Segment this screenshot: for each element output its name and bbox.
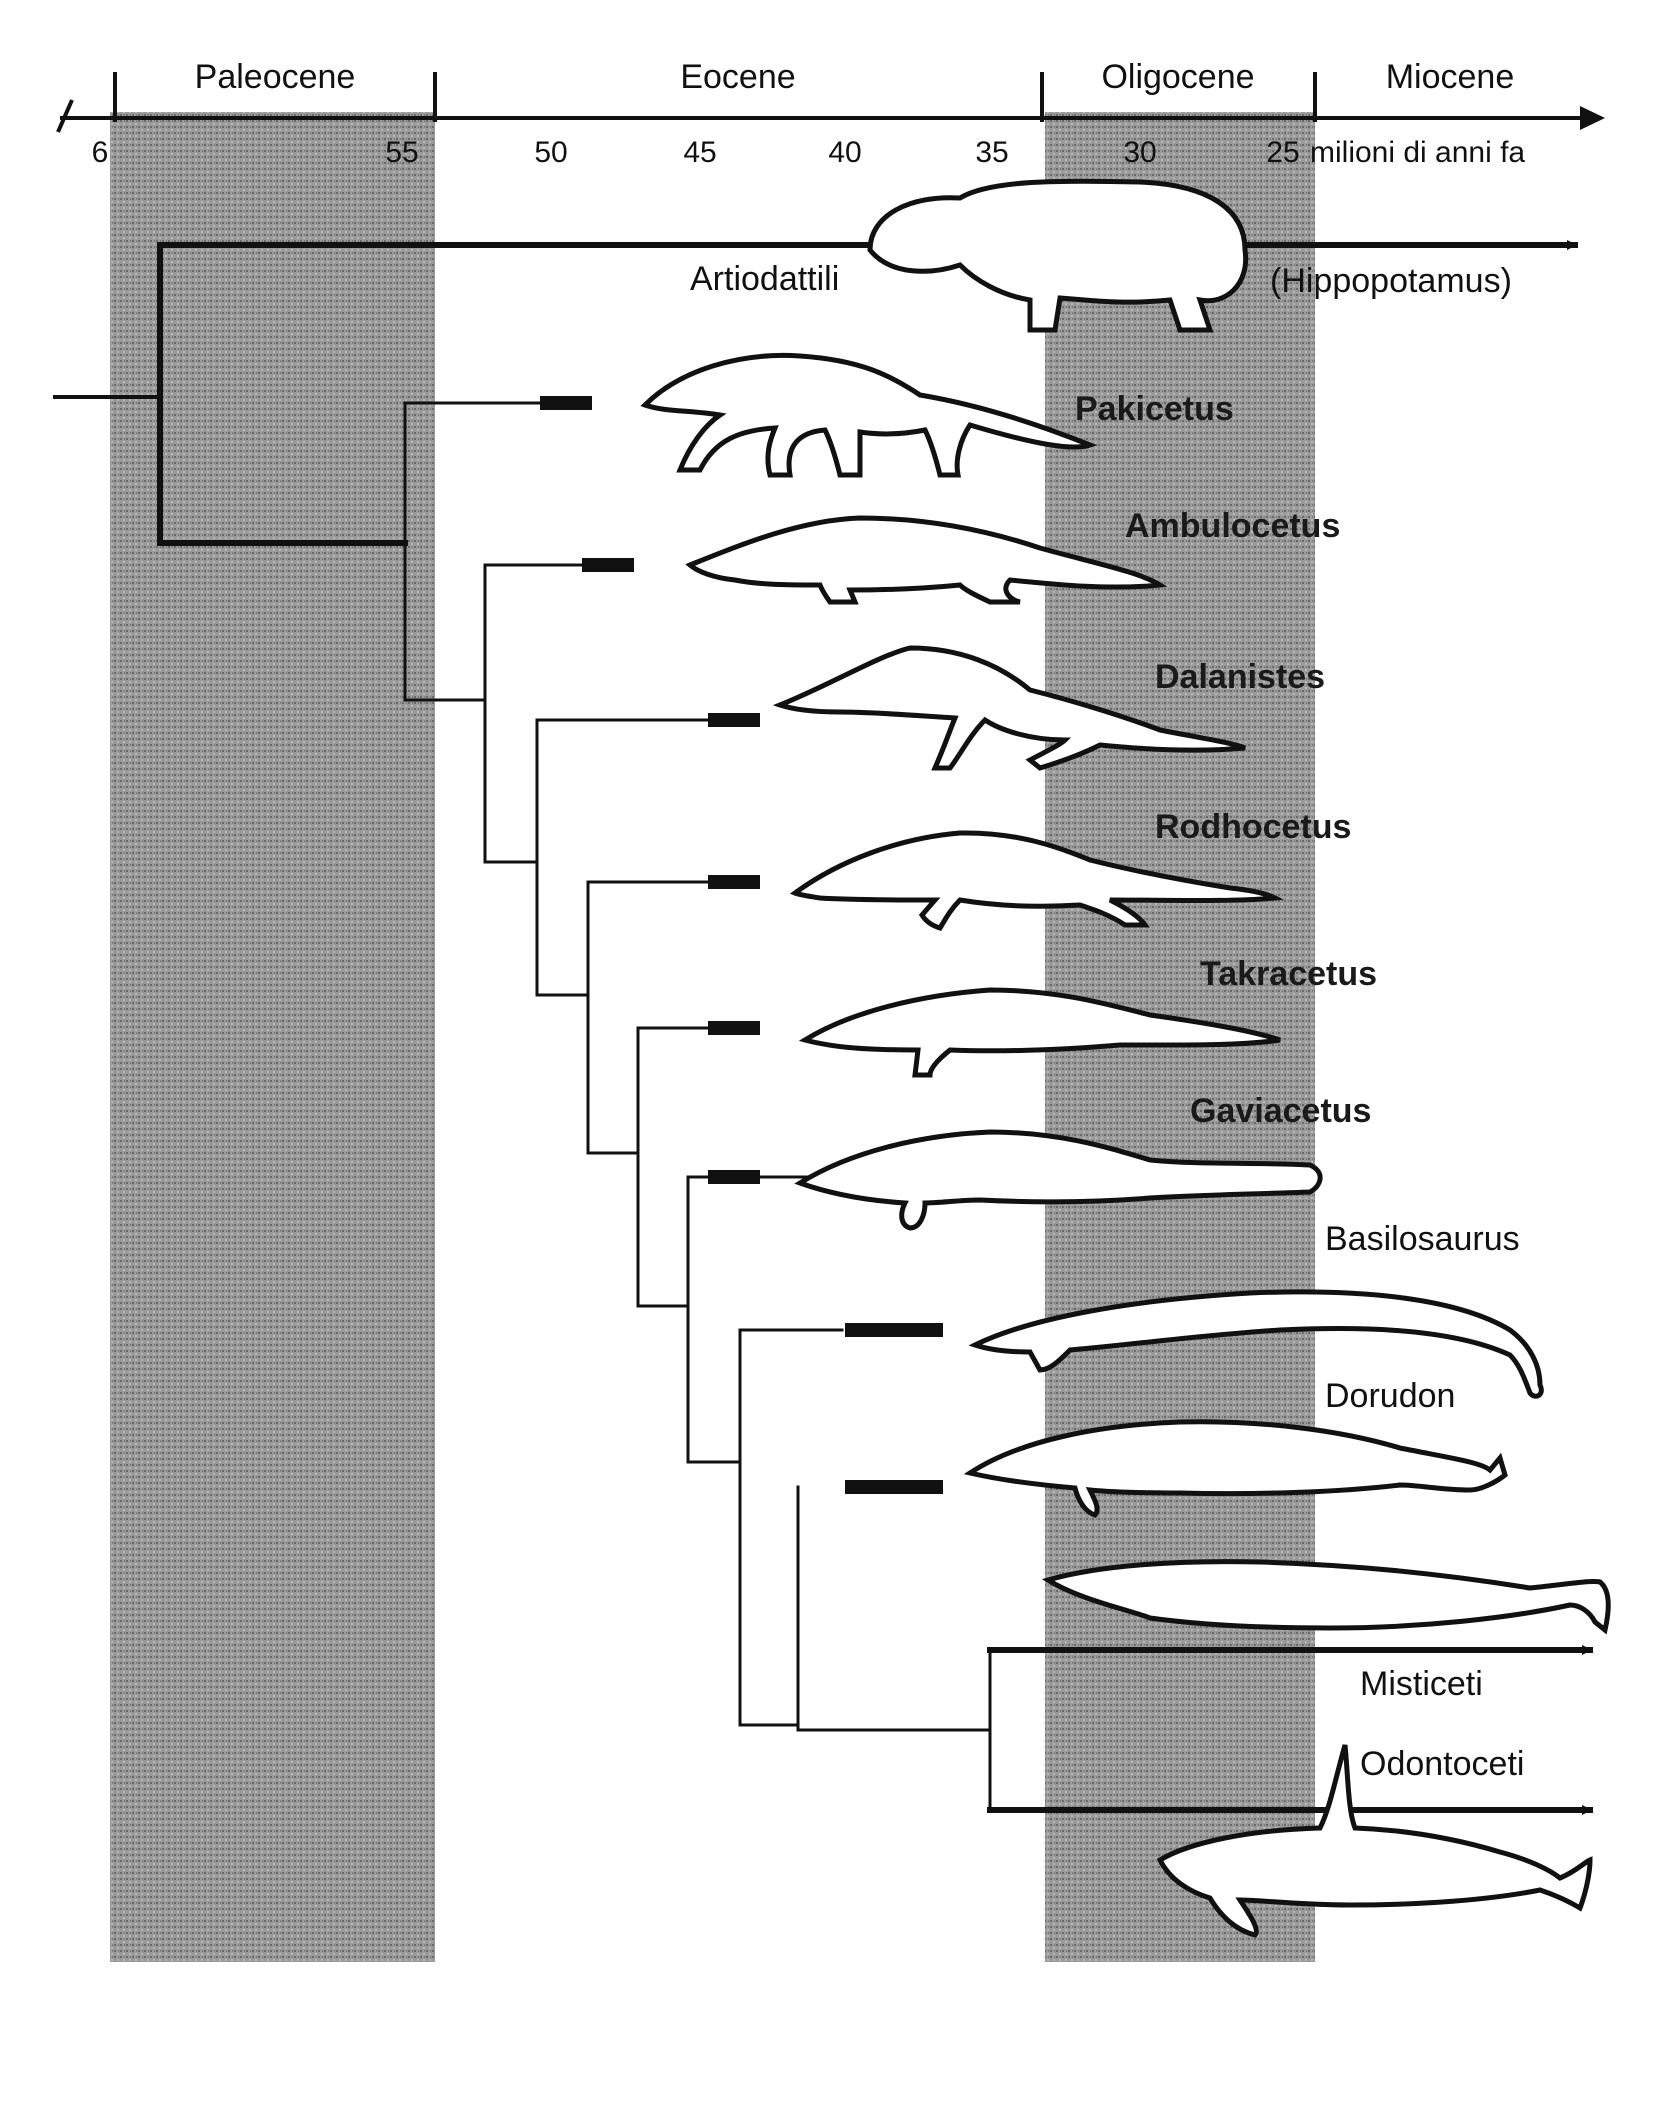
range-bar — [845, 1480, 943, 1494]
dalanistes-illustration — [772, 645, 1246, 771]
taxon-label-rodhocetus: Rodhocetus — [1155, 808, 1351, 846]
epoch-label-eocene: Eocene — [680, 58, 795, 96]
tick-label: 40 — [828, 136, 861, 169]
range-bar — [582, 558, 634, 572]
tick-label: 30 — [1123, 136, 1156, 169]
tick-label: 45 — [683, 136, 716, 169]
taxon-label-mysticetes: Misticeti — [1360, 1665, 1483, 1703]
taxon-label-basilosaurus: Basilosaurus — [1325, 1220, 1520, 1258]
range-bar — [708, 713, 760, 727]
range-bar — [845, 1323, 943, 1337]
tick-label: 55 — [385, 136, 418, 169]
taxon-label-dalanistes: Dalanistes — [1155, 658, 1325, 696]
paleocene-shade — [110, 112, 435, 1962]
taxon-label-dorudon: Dorudon — [1325, 1377, 1455, 1415]
orca-illustration — [1156, 1744, 1593, 1938]
range-bar — [708, 1170, 760, 1184]
tick-label: 35 — [975, 136, 1008, 169]
taxon-label-ambulocetus: Ambulocetus — [1125, 507, 1340, 545]
taxon-label-artiodactyls: Artiodattili — [690, 260, 839, 298]
taxon-label-gaviacetus: Gaviacetus — [1190, 1092, 1371, 1130]
epoch-label-miocene: Miocene — [1386, 58, 1515, 96]
range-bar — [708, 1021, 760, 1035]
time-axis — [56, 72, 1605, 133]
phylogenetic-tree — [53, 240, 1593, 1815]
rodhocetus-illustration — [789, 830, 1285, 931]
dorudon-illustration — [963, 1419, 1508, 1518]
epoch-label-paleocene: Paleocene — [195, 58, 356, 96]
pakicetus-illustration — [640, 352, 1098, 478]
taxon-label-pakicetus: Pakicetus — [1075, 390, 1234, 428]
gaviacetus-illustration — [794, 1129, 1323, 1231]
tick-label: 25 — [1266, 136, 1299, 169]
range-bar — [708, 875, 760, 889]
range-bar — [540, 396, 592, 410]
hippopotamus-illustration — [867, 178, 1249, 333]
basilosaurus-illustration — [968, 1289, 1544, 1399]
tick-label: 6 — [92, 136, 109, 169]
takracetus-illustration — [798, 987, 1281, 1078]
taxon-label-hippopotamus: (Hippopotamus) — [1270, 262, 1512, 300]
ambulocetus-illustration — [685, 515, 1168, 605]
taxon-label-takracetus: Takracetus — [1200, 955, 1377, 993]
epoch-label-oligocene: Oligocene — [1101, 58, 1254, 96]
tick-label: 50 — [534, 136, 567, 169]
fossil-range-bars — [540, 396, 943, 1494]
taxon-label-odontocetes: Odontoceti — [1360, 1745, 1524, 1783]
mysticete-illustration — [1041, 1559, 1611, 1635]
axis-unit-label: milioni di anni fa — [1310, 136, 1525, 169]
